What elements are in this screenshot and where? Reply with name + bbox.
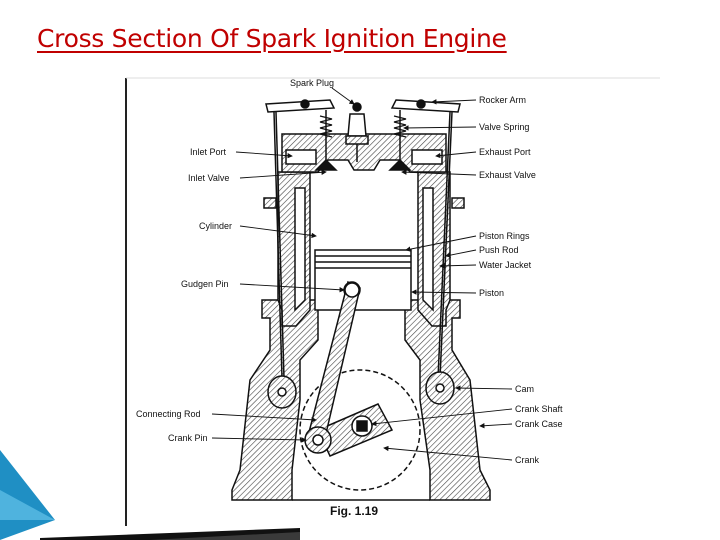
crank-assembly [299,369,421,491]
rocker-arms [265,99,461,113]
leader-lines [211,87,513,461]
slide-title: Cross Section Of Spark Ignition Engine [37,24,507,53]
label-cam: Cam [515,384,534,394]
label-valve-spring: Valve Spring [479,122,529,132]
label-gudgeon-pin: Gudgen Pin [181,279,229,289]
push-rods [273,111,453,379]
label-exhaust-port: Exhaust Port [479,147,531,157]
label-connecting-rod: Connecting Rod [136,409,201,419]
figure-caption: Fig. 1.19 [330,504,378,518]
label-piston: Piston [479,288,504,298]
corner-decoration [0,450,300,540]
diagram-labels: Spark Plug Rocker Arm Valve Spring Inlet… [136,78,563,518]
label-crank: Crank [515,455,540,465]
label-piston-rings: Piston Rings [479,231,530,241]
label-water-jacket: Water Jacket [479,260,532,270]
spark-plug [345,102,369,162]
label-crank-shaft: Crank Shaft [515,404,563,414]
label-push-rod: Push Rod [479,245,519,255]
label-crank-case: Crank Case [515,419,563,429]
label-spark-plug: Spark Plug [290,78,334,88]
label-cylinder: Cylinder [199,221,232,231]
connecting-rod [304,280,361,454]
piston [314,249,412,311]
label-inlet-valve: Inlet Valve [188,173,229,183]
cams [267,371,455,409]
label-crank-pin: Crank Pin [168,433,208,443]
label-inlet-port: Inlet Port [190,147,227,157]
figure-frame [125,77,660,526]
label-exhaust-valve: Exhaust Valve [479,170,536,180]
label-rocker-arm: Rocker Arm [479,95,526,105]
